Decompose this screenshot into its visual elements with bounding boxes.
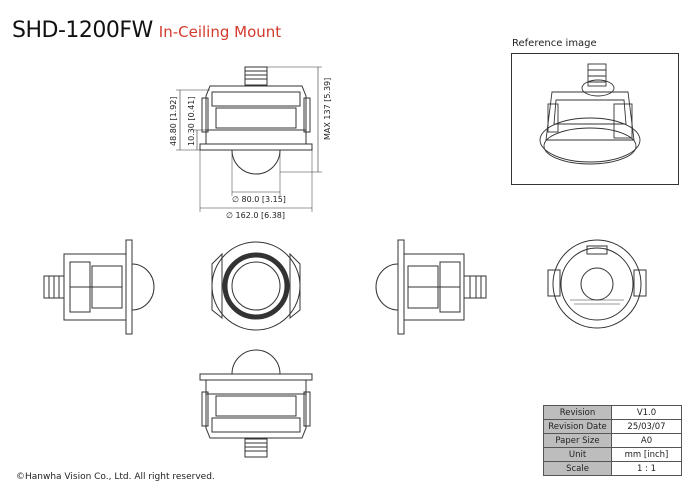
bottom-view <box>211 241 301 331</box>
drawing-subtitle: In-Ceiling Mount <box>158 23 282 41</box>
dim-height-total: 48.80 [1.92] <box>169 97 178 147</box>
scale-label: Scale <box>543 461 612 476</box>
revision-date-value: 25/03/07 <box>611 419 682 434</box>
dim-outer-diameter: ∅ 162.0 [6.38] <box>226 211 285 220</box>
table-row: Paper Size A0 <box>543 433 682 448</box>
revision-date-label: Revision Date <box>543 419 612 434</box>
reference-isometric <box>539 63 641 165</box>
table-row: Revision V1.0 <box>543 405 682 420</box>
copyright-notice: ©Hanwha Vision Co., Ltd. All right reser… <box>16 472 215 482</box>
dim-height-bezel: 10.30 [0.41] <box>187 97 196 147</box>
paper-size-label: Paper Size <box>543 433 612 448</box>
scale-value: 1 : 1 <box>611 461 682 476</box>
revision-value: V1.0 <box>611 405 682 420</box>
paper-size-value: A0 <box>611 433 682 448</box>
revision-label: Revision <box>543 405 612 420</box>
model-name: SHD-1200FW <box>12 18 153 43</box>
right-side-view <box>375 239 487 335</box>
revision-table: Revision V1.0 Revision Date 25/03/07 Pap… <box>543 405 682 476</box>
top-view <box>547 239 647 329</box>
unit-value: mm [inch] <box>611 447 682 462</box>
reference-image-frame <box>511 53 679 185</box>
unit-label: Unit <box>543 447 612 462</box>
drawing-title: SHD-1200FW In-Ceiling Mount <box>12 18 281 43</box>
front-view <box>176 66 322 212</box>
left-side-view <box>43 239 155 335</box>
table-row: Scale 1 : 1 <box>543 461 682 476</box>
reference-image-label: Reference image <box>512 38 597 49</box>
table-row: Unit mm [inch] <box>543 447 682 462</box>
dim-dome-diameter: ∅ 80.0 [3.15] <box>232 195 286 204</box>
table-row: Revision Date 25/03/07 <box>543 419 682 434</box>
rear-view <box>199 349 313 458</box>
dim-height-max: MAX 137 [5.39] <box>323 78 332 140</box>
